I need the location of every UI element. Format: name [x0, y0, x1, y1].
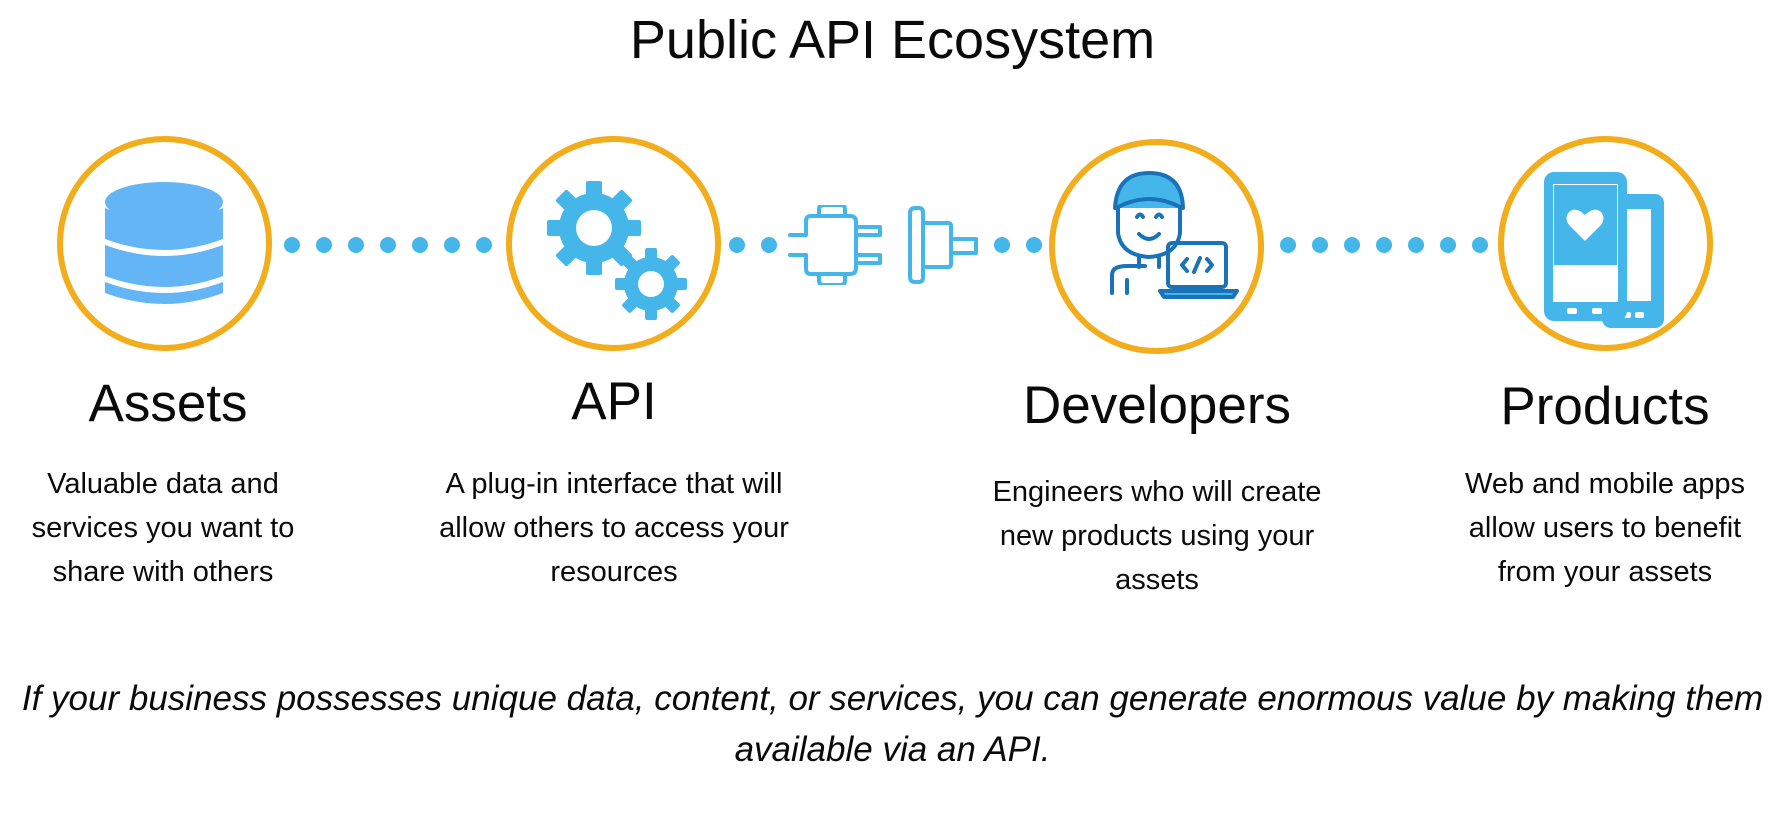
node-title-products: Products: [1500, 377, 1710, 436]
connector-dot: [316, 237, 332, 253]
connector-dot: [1408, 237, 1424, 253]
connector-dot: [1280, 237, 1296, 253]
database-icon: [105, 182, 223, 304]
node-description-assets: Valuable data and services you want to s…: [31, 468, 295, 588]
developer-laptop-icon: [1110, 171, 1239, 299]
node-title-developers: Developers: [1022, 376, 1292, 435]
node-title-assets: Assets: [88, 374, 248, 433]
connector-dot: [729, 237, 745, 253]
connector-dot: [284, 237, 300, 253]
connector-dot: [994, 237, 1010, 253]
node-title-api: API: [571, 372, 657, 431]
connector-dot: [1026, 237, 1042, 253]
tagline: If your business possesses unique data, …: [21, 679, 1764, 769]
plug-socket-icon: [788, 205, 978, 285]
connector-dot: [476, 237, 492, 253]
api-ring: [506, 136, 721, 351]
connector-dot: [1472, 237, 1488, 253]
developers-ring: [1049, 139, 1264, 354]
mobile-apps-icon: [1544, 172, 1664, 328]
page-title: Public API Ecosystem: [629, 10, 1156, 70]
node-description-products: Web and mobile apps allow users to benef…: [1465, 468, 1745, 588]
connector-dot: [761, 237, 777, 253]
connector-dot: [1440, 237, 1456, 253]
assets-ring: [57, 136, 272, 351]
node-description-api: A plug-in interface that will allow othe…: [439, 468, 789, 588]
products-ring: [1498, 136, 1713, 351]
connector-dot: [412, 237, 428, 253]
connector-dot: [380, 237, 396, 253]
connector-dot: [1344, 237, 1360, 253]
gears-icon: [547, 181, 687, 320]
connector-dot: [1312, 237, 1328, 253]
connector-dot: [444, 237, 460, 253]
connector-dot: [348, 237, 364, 253]
connector-dot: [1376, 237, 1392, 253]
node-description-developers: Engineers who will create new products u…: [992, 476, 1322, 596]
